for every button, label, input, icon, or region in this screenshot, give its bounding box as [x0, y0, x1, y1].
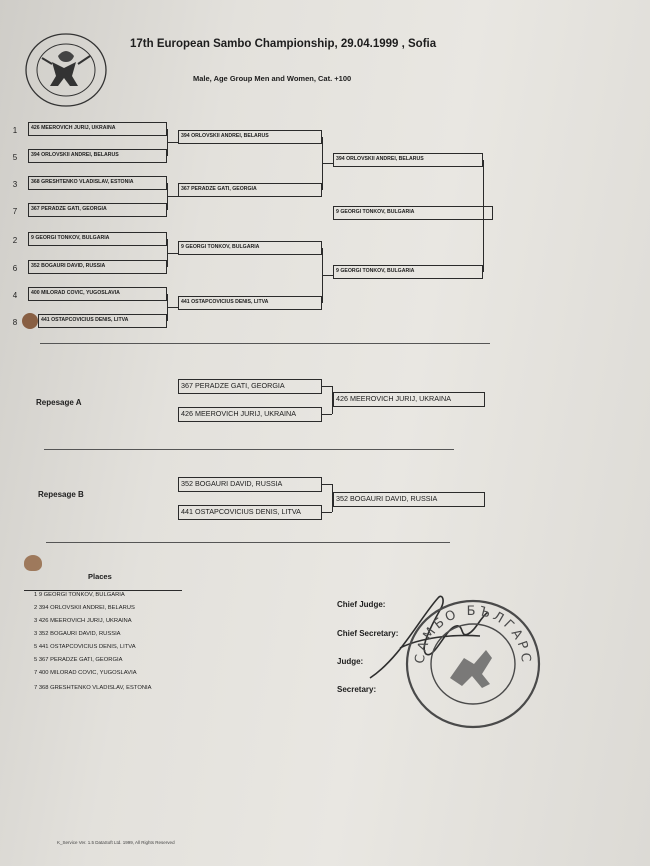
bracket-connector — [322, 163, 333, 164]
places-row: 2 394 ORLOVSKII ANDREI, BELARUS — [34, 605, 135, 611]
section-divider — [46, 542, 450, 543]
bracket-connector — [332, 386, 333, 414]
repechage-entry: 441 OSTAPCOVICIUS DENIS, LITVA — [178, 505, 322, 520]
seed-number: 4 — [12, 291, 18, 300]
repechage-entry: 352 BOGAURI DAVID, RUSSIA — [178, 477, 322, 492]
places-row: 3 352 BOGAURI DAVID, RUSSIA — [34, 631, 121, 637]
bracket-connector — [322, 275, 333, 276]
places-row: 5 441 OSTAPCOVICIUS DENIS, LITVA — [34, 644, 136, 650]
repechage-b-label: Repesage B — [38, 490, 84, 499]
bracket-entry: 368 GRESHTENKO VLADISLAV, ESTONIA — [28, 176, 167, 190]
places-title: Places — [88, 572, 112, 581]
bracket-entry: 441 OSTAPCOVICIUS DENIS, LITVA — [178, 296, 322, 310]
page-title: 17th European Sambo Championship, 29.04.… — [130, 38, 437, 50]
seed-number: 1 — [12, 126, 18, 135]
judge-label: Judge: — [337, 657, 364, 666]
bracket-entry: 9 GEORGI TONKOV, BULGARIA — [28, 232, 167, 246]
section-divider — [40, 343, 490, 344]
bracket-connector — [322, 484, 332, 485]
bracket-entry: 441 OSTAPCOVICIUS DENIS, LITVA — [38, 314, 167, 328]
bracket-entry: 9 GEORGI TONKOV, BULGARIA — [178, 241, 322, 255]
places-underline — [24, 590, 182, 591]
bracket-entry: 352 BOGAURI DAVID, RUSSIA — [28, 260, 167, 274]
chief-secretary-label: Chief Secretary: — [337, 629, 399, 638]
bracket-connector — [167, 196, 178, 197]
bracket-entry: 400 MILORAD COVIC, YUGOSLAVIA — [28, 287, 167, 301]
bracket-connector — [167, 307, 178, 308]
seed-number: 5 — [12, 153, 18, 162]
seed-number: 2 — [12, 236, 18, 245]
repechage-entry: 426 MEEROVICH JURIJ, UKRAINA — [178, 407, 322, 422]
page-subtitle: Male, Age Group Men and Women, Cat. +100 — [193, 74, 352, 83]
bracket-connector — [322, 512, 332, 513]
bracket-entry: 394 ORLOVSKII ANDREI, BELARUS — [178, 130, 322, 144]
bracket-connector — [322, 386, 332, 387]
software-credit: K_Service Ver. 1.5 DataSoft Ltd. 1999, A… — [57, 840, 175, 845]
official-stamp: САМБО БЪЛГАРСКА — [402, 596, 541, 729]
seed-number: 3 — [12, 180, 18, 189]
bracket-entry: 394 ORLOVSKII ANDREI, BELARUS — [28, 149, 167, 163]
places-row: 3 426 MEEROVICH JURIJ, UKRAINA — [34, 618, 132, 624]
bracket-entry: 394 ORLOVSKII ANDREI, BELARUS — [333, 153, 483, 167]
seed-number: 6 — [12, 264, 18, 273]
places-row: 1 9 GEORGI TONKOV, BULGARIA — [34, 592, 125, 598]
secretary-label: Secretary: — [337, 685, 377, 694]
bracket-connector — [167, 142, 178, 143]
bracket-entry: 9 GEORGI TONKOV, BULGARIA — [333, 265, 483, 279]
repechage-winner: 426 MEEROVICH JURIJ, UKRAINA — [333, 392, 485, 407]
bracket-connector — [332, 484, 333, 512]
places-row: 5 367 PERADZE GATI, GEORGIA — [34, 657, 123, 663]
bracket-connector — [483, 160, 484, 272]
repechage-a-label: Repesage A — [36, 398, 82, 407]
chief-judge-label: Chief Judge: — [337, 600, 386, 609]
bracket-entry: 367 PERADZE GATI, GEORGIA — [28, 203, 167, 217]
seed-number: 7 — [12, 207, 18, 216]
bracket-entry: 367 PERADZE GATI, GEORGIA — [178, 183, 322, 197]
places-row: 7 368 GRESHTENKO VLADISLAV, ESTONIA — [34, 685, 152, 691]
bracket-connector — [167, 253, 178, 254]
repechage-entry: 367 PERADZE GATI, GEORGIA — [178, 379, 322, 394]
seed-number: 8 — [12, 318, 18, 327]
signature — [369, 595, 489, 679]
section-divider — [44, 449, 454, 450]
bracket-connector — [322, 414, 332, 415]
bracket-entry: 426 MEEROVICH JURIJ, UKRAINA — [28, 122, 167, 136]
ink-stain — [22, 313, 38, 329]
places-row: 7 400 MILORAD COVIC, YUGOSLAVIA — [34, 670, 137, 676]
final-winner-entry: 9 GEORGI TONKOV, BULGARIA — [333, 206, 493, 220]
ink-stain — [24, 555, 42, 571]
championship-logo — [25, 33, 107, 107]
repechage-winner: 352 BOGAURI DAVID, RUSSIA — [333, 492, 485, 507]
